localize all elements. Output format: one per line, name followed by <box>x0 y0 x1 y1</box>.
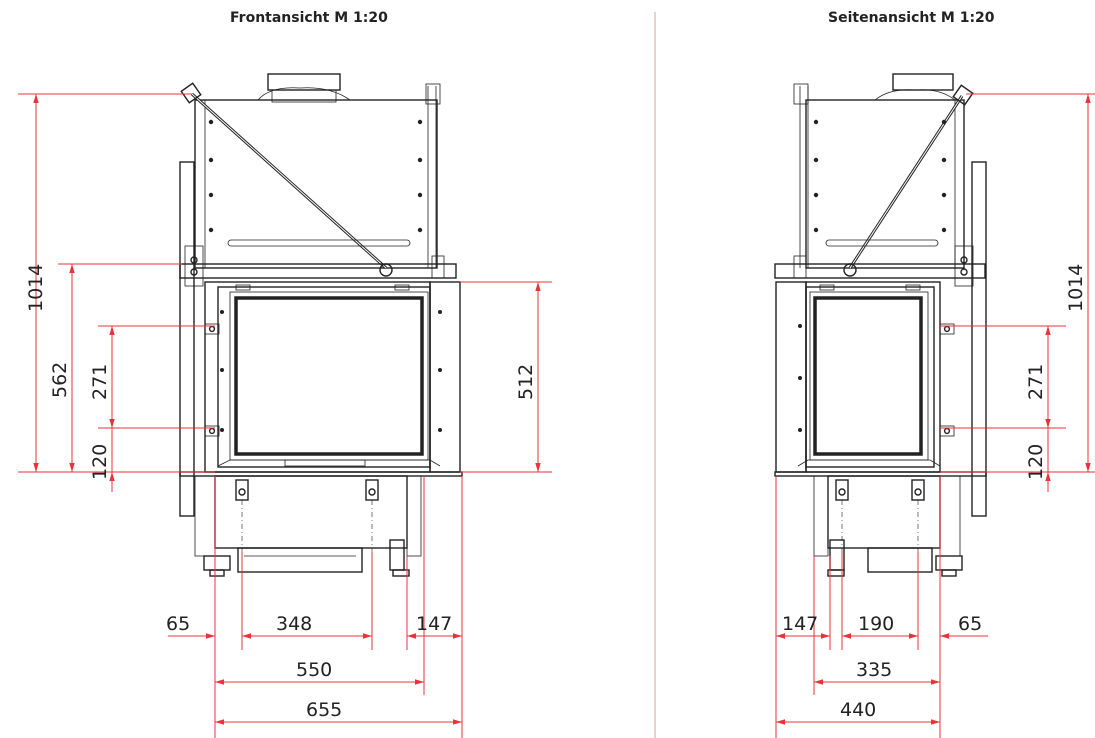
front-view-stove <box>179 73 463 577</box>
side-dim-65: 65 <box>958 613 982 635</box>
front-dim-271: 271 <box>89 364 111 400</box>
front-upper-body <box>194 99 438 269</box>
front-dim-65: 65 <box>166 613 190 635</box>
front-side-panel <box>429 281 461 473</box>
side-flue-collar <box>892 73 954 91</box>
front-dim-512: 512 <box>515 364 537 400</box>
front-dim-348: 348 <box>276 613 312 635</box>
front-dim-562: 562 <box>49 362 71 398</box>
front-horizontal-dimensions: 65 348 147 550 655 <box>166 476 463 738</box>
side-vertical-dimensions: 1014 271 120 <box>940 93 1095 492</box>
front-top-plate <box>179 263 457 279</box>
side-view-stove <box>774 73 987 577</box>
side-dim-147: 147 <box>782 613 818 635</box>
side-horizontal-dimensions: 147 190 65 335 440 <box>775 476 988 738</box>
front-door-height-dimension: 512 <box>460 281 552 473</box>
front-dim-550: 550 <box>296 659 332 681</box>
side-dim-1014: 1014 <box>1065 264 1087 312</box>
side-dim-120: 120 <box>1025 444 1047 480</box>
side-view-title: Seitenansicht M 1:20 <box>828 10 995 26</box>
side-top-plate <box>774 263 986 279</box>
side-dim-271: 271 <box>1025 364 1047 400</box>
front-dim-120: 120 <box>89 444 111 480</box>
side-dim-335: 335 <box>856 659 892 681</box>
front-view-title: Frontansicht M 1:20 <box>230 10 388 26</box>
side-glass-pane <box>813 296 923 456</box>
front-dim-147: 147 <box>416 613 452 635</box>
front-dim-1014: 1014 <box>25 264 47 312</box>
side-dim-440: 440 <box>840 699 876 721</box>
front-glass-pane <box>234 296 424 456</box>
side-upper-body <box>805 99 965 269</box>
side-dim-190: 190 <box>858 613 894 635</box>
front-vertical-dimensions: 1014 562 271 120 <box>18 93 215 492</box>
side-lower-base <box>827 475 941 549</box>
front-door-frame <box>204 281 431 473</box>
front-dim-655: 655 <box>306 699 342 721</box>
